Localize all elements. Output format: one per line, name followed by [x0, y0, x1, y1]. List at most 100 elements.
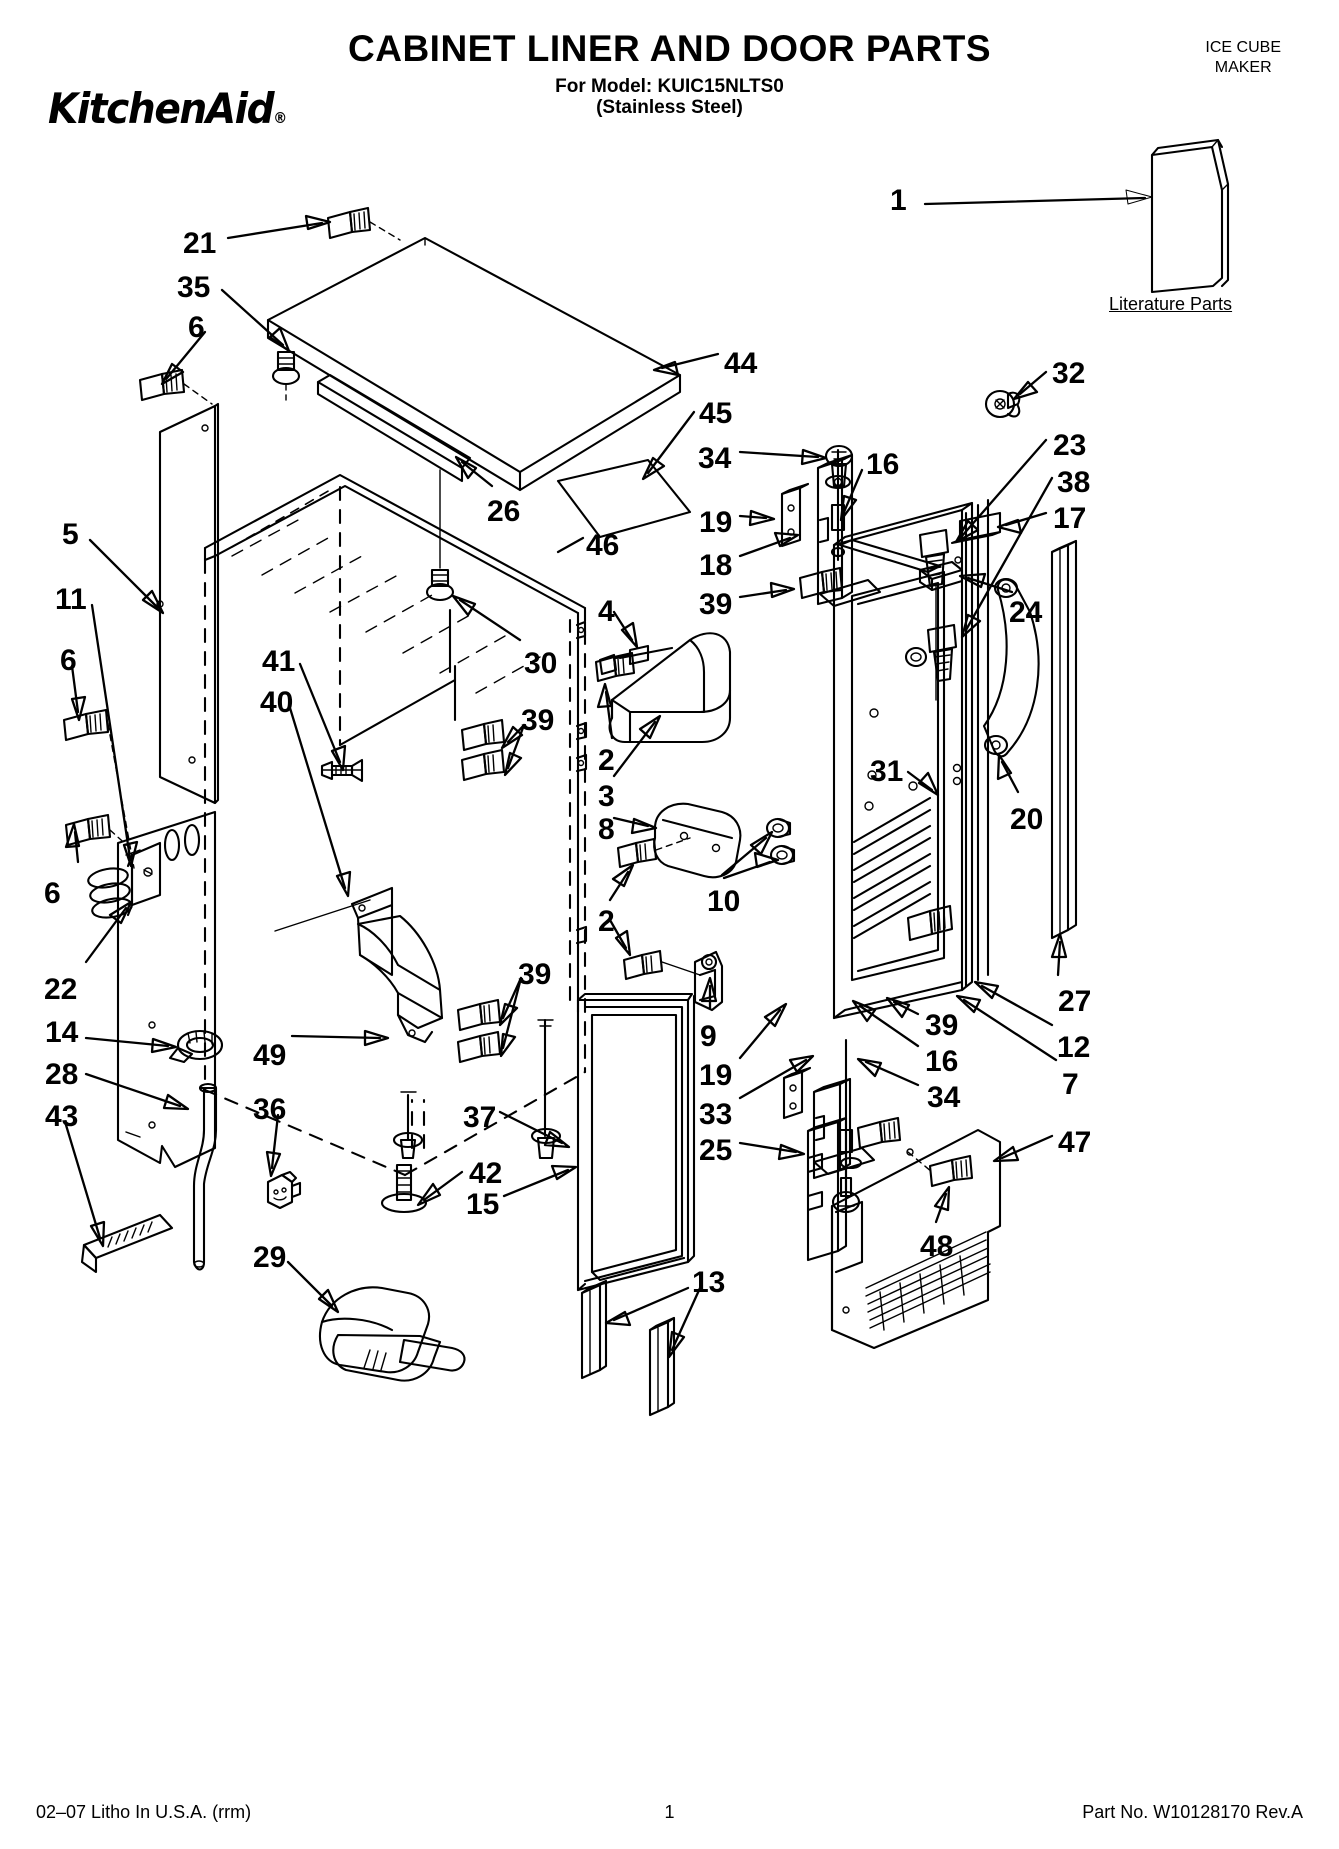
part-27-side-strip — [1050, 539, 1078, 940]
callout-19: 19 — [699, 1059, 733, 1092]
brand-text: KitchenAid — [48, 84, 275, 133]
part-42-screw — [380, 1163, 428, 1214]
part-48-screw — [907, 1151, 974, 1188]
callout-3: 3 — [598, 780, 615, 813]
callout-8: 8 — [598, 813, 615, 846]
part-10-grommets — [765, 817, 796, 866]
callout-36: 36 — [253, 1093, 287, 1126]
leader-1 — [923, 189, 1153, 206]
part-39-screws-mid — [460, 718, 506, 782]
callout-28: 28 — [45, 1058, 79, 1091]
callout-35: 35 — [177, 271, 211, 304]
callout-27: 27 — [1058, 985, 1092, 1018]
part-4-rod — [598, 644, 674, 676]
part-40-bracket — [274, 886, 444, 1044]
part-2-screw-b — [616, 837, 691, 869]
literature-parts-label: Literature Parts — [1109, 294, 1233, 314]
callout-24: 24 — [1009, 596, 1043, 629]
callout-4: 4 — [598, 595, 615, 628]
part-16-pin-bottom — [838, 1038, 854, 1192]
model-line: For Model: KUIC15NLTS0 — [555, 76, 784, 97]
callout-14: 14 — [45, 1016, 79, 1049]
callout-47: 47 — [1058, 1126, 1092, 1159]
callout-39: 39 — [699, 588, 733, 621]
callout-10: 10 — [707, 885, 741, 918]
callout-44: 44 — [724, 347, 758, 380]
page-title: CABINET LINER AND DOOR PARTS — [348, 28, 991, 69]
part-37-screw — [530, 1018, 562, 1160]
part-6-screw-a — [138, 368, 213, 405]
callout-46: 46 — [586, 529, 620, 562]
callout-26: 26 — [487, 495, 521, 528]
part-43-cable-tie — [80, 1213, 174, 1274]
callout-29: 29 — [253, 1241, 287, 1274]
part-7-door-panel — [832, 498, 990, 1020]
part-2-screw-a — [594, 651, 636, 683]
callout-32: 32 — [1052, 357, 1086, 390]
kitchenaid-logo: KitchenAid® — [48, 84, 287, 133]
part-21-screw — [326, 206, 401, 241]
callout-39: 39 — [925, 1009, 959, 1042]
part-47-lower-front-panel — [830, 1128, 1002, 1350]
part-9-latch — [693, 950, 724, 1012]
section-label: ICE CUBE MAKER — [1205, 38, 1281, 78]
callout-17: 17 — [1053, 502, 1087, 535]
callout-1: 1 — [890, 184, 907, 217]
callout-11: 11 — [55, 583, 87, 616]
part-44-top-panel — [266, 236, 682, 492]
part-28-water-tube — [192, 1082, 218, 1271]
part-36-bushing — [266, 1170, 302, 1210]
part-24-hinge-cap — [918, 560, 964, 592]
part-19-top-plate — [780, 482, 810, 548]
part-25-strike-plate — [806, 1116, 848, 1262]
part-38-screw — [926, 623, 958, 741]
callout-19: 19 — [699, 506, 733, 539]
part-34-screw-bottom — [831, 1176, 861, 1214]
finish-line: (Stainless Steel) — [596, 97, 743, 118]
part-16-pin-top — [830, 448, 846, 562]
leader-lines — [64, 214, 1068, 1359]
part-26-rail — [316, 373, 472, 483]
callout-2: 2 — [598, 744, 615, 777]
callout-23: 23 — [1053, 429, 1087, 462]
callout-33: 33 — [699, 1098, 733, 1131]
callout-6: 6 — [44, 877, 61, 910]
part-39-screw-b — [856, 1116, 902, 1150]
part-22-lower-panel — [116, 810, 217, 1169]
part-39-screws-low — [456, 998, 502, 1064]
part-45-panel — [556, 458, 692, 539]
callout-16: 16 — [866, 448, 900, 481]
footer-left: 02–07 Litho In U.S.A. (rrm) — [36, 1802, 252, 1822]
section-label-line1: ICE CUBE — [1205, 39, 1281, 56]
part-11-wire-clip — [87, 841, 162, 919]
callout-43: 43 — [45, 1100, 79, 1133]
part-15-door-frame — [576, 992, 696, 1292]
part-49-screw — [392, 1091, 424, 1160]
part-3-bin — [608, 632, 732, 744]
part-13-trim-strips — [580, 1279, 676, 1417]
callout-6: 6 — [60, 644, 77, 677]
part-35-screw — [271, 350, 301, 401]
part-6-screw-b — [62, 708, 135, 869]
callout-20: 20 — [1010, 803, 1044, 836]
callout-39: 39 — [518, 958, 552, 991]
callout-22: 22 — [44, 973, 78, 1006]
callout-37: 37 — [463, 1101, 497, 1134]
callout-9: 9 — [700, 1020, 717, 1053]
callout-38: 38 — [1057, 466, 1091, 499]
part-41-screw — [320, 758, 364, 783]
callout-41: 41 — [262, 645, 296, 678]
callout-21: 21 — [183, 227, 217, 260]
footer-right: Part No. W10128170 Rev.A — [1082, 1802, 1303, 1822]
part-14-hose-clamp — [168, 1029, 224, 1064]
callout-40: 40 — [260, 686, 294, 719]
callout-7: 7 — [1062, 1068, 1079, 1101]
section-label-line2: MAKER — [1214, 59, 1272, 76]
callout-6: 6 — [188, 311, 205, 344]
callout-49: 49 — [253, 1039, 287, 1072]
footer-page: 1 — [664, 1802, 675, 1822]
callout-45: 45 — [699, 397, 733, 430]
callout-39: 39 — [521, 704, 555, 737]
part-19-bottom-plate — [782, 1066, 812, 1120]
